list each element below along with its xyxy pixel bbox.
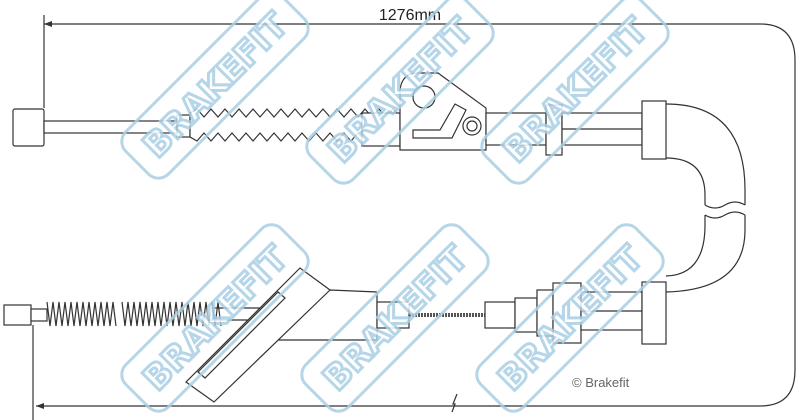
dimension-line: [32, 15, 796, 420]
outer-conduit-bend: [665, 103, 746, 205]
svg-text:BRAKEFIT: BRAKEFIT: [495, 10, 656, 171]
upper-cable-assembly: [12, 72, 746, 293]
return-spring-2: [121, 301, 222, 327]
return-spring-1: [46, 301, 117, 327]
copyright-label: © Brakefit: [572, 375, 630, 390]
end-nipple-top: [12, 108, 45, 147]
watermarks: BRAKEFIT BRAKEFIT BRAKEFIT BRAKEFIT BRAK…: [120, 0, 670, 413]
angled-bracket: [185, 267, 331, 403]
svg-text:BRAKEFIT: BRAKEFIT: [135, 5, 296, 166]
end-nipple-bottom: [3, 304, 32, 326]
dimension-label: 1276mm: [379, 7, 441, 24]
